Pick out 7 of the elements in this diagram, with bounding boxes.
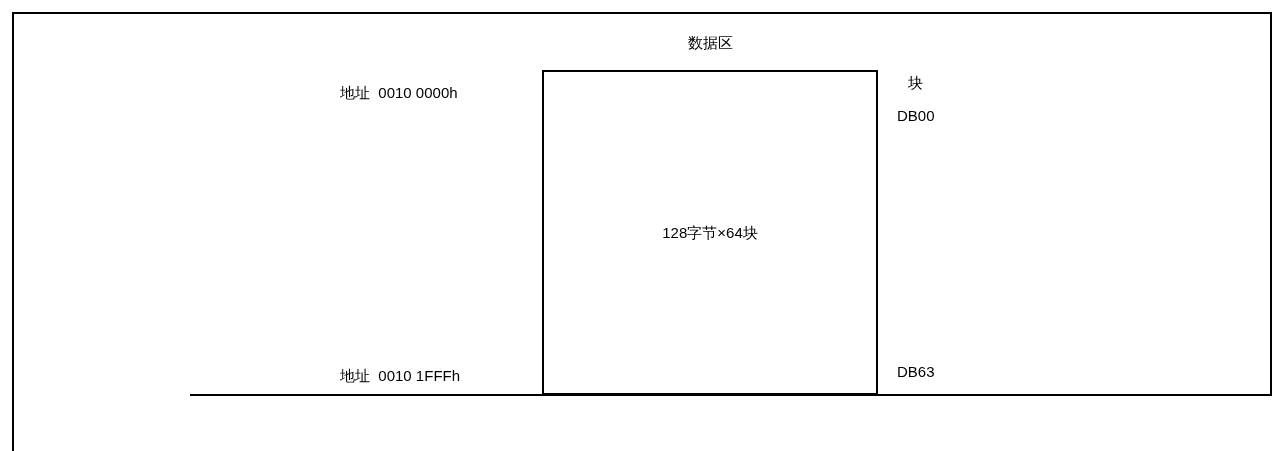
- block-heading: 数据区: [687, 34, 733, 53]
- address-label: 地址 0010 1FFFh: [340, 366, 461, 386]
- column-heading: 块: [907, 74, 923, 93]
- block-size-text: 128字节×64块: [662, 223, 758, 242]
- block-number: DB63: [897, 362, 935, 380]
- block-number: DB00: [897, 106, 935, 124]
- address-label: 地址 0010 0000h: [340, 83, 458, 103]
